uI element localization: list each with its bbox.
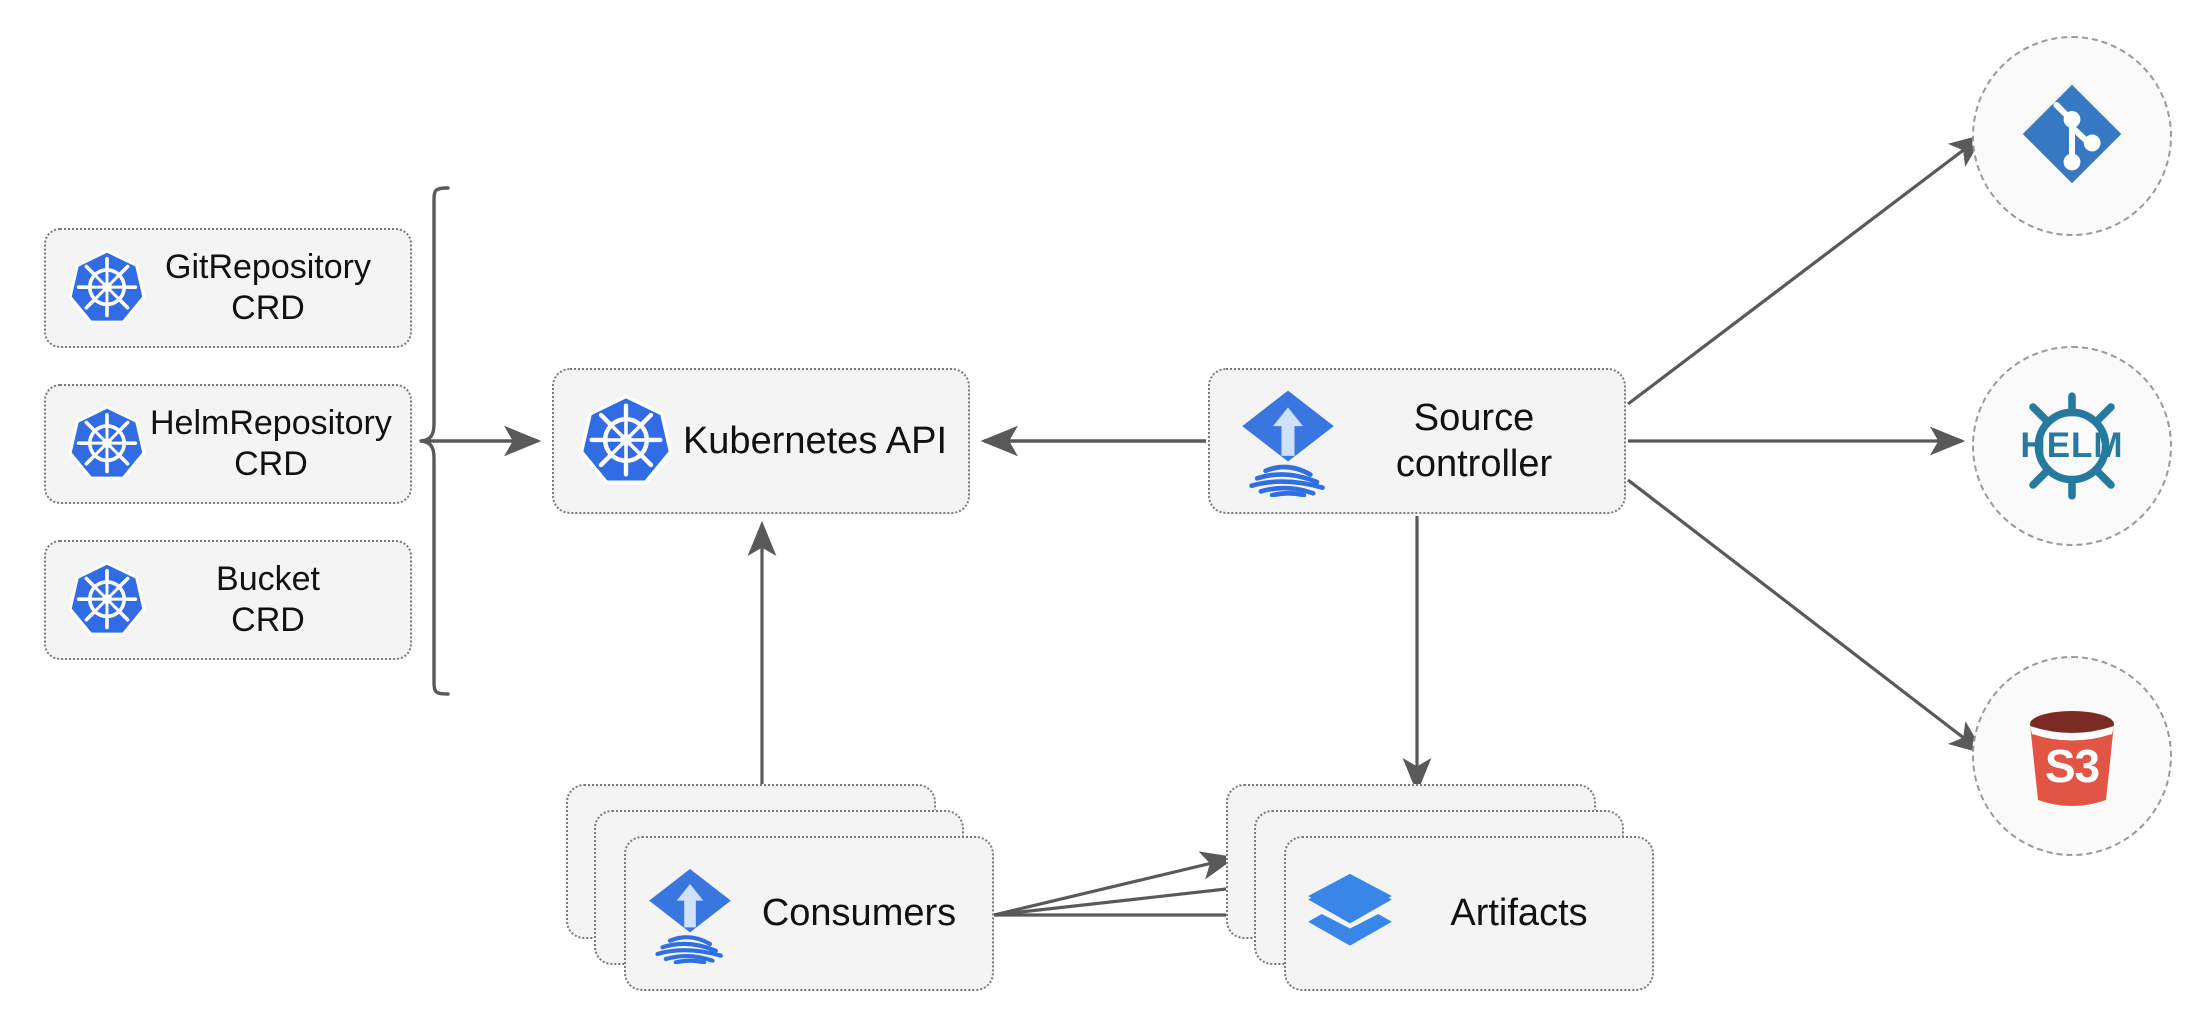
- node-git-backend[interactable]: [1972, 36, 2172, 236]
- helm-wordmark: HELM: [2020, 426, 2124, 465]
- s3-wordmark: S3: [2044, 739, 2100, 792]
- layers-icon: [1302, 862, 1398, 966]
- helm-icon: HELM: [2007, 381, 2137, 511]
- node-label: HelmRepository CRD: [150, 403, 392, 483]
- node-source-controller[interactable]: Source controller: [1208, 368, 1626, 514]
- node-label: Kubernetes API: [682, 419, 948, 462]
- node-artifacts[interactable]: Artifacts: [1226, 784, 1656, 1004]
- edge-consumers-to-artifacts-1: [993, 851, 1237, 917]
- node-label: Artifacts: [1450, 892, 1588, 934]
- stack-sheet-front[interactable]: Artifacts: [1284, 836, 1654, 991]
- kubernetes-icon: [64, 401, 150, 487]
- node-kubernetes-api[interactable]: Kubernetes API: [552, 368, 970, 514]
- s3-bucket-icon: S3: [2012, 696, 2132, 816]
- kubernetes-icon: [64, 557, 150, 643]
- kubernetes-icon: [64, 245, 150, 331]
- node-helm-backend[interactable]: HELM: [1972, 346, 2172, 546]
- flux-icon: [642, 862, 738, 966]
- edge-consumers-to-artifacts-2: [993, 874, 1266, 917]
- edge-source-to-git: [1627, 134, 1985, 406]
- git-icon: [2016, 78, 2128, 195]
- node-bucket-crd[interactable]: Bucket CRD: [44, 540, 412, 660]
- node-helmrepository-crd[interactable]: HelmRepository CRD: [44, 384, 412, 504]
- node-label: Consumers: [761, 892, 957, 934]
- node-consumers[interactable]: Consumers: [566, 784, 996, 1004]
- crd-group-brace: [419, 186, 542, 696]
- edge-source-to-s3: [1627, 478, 1985, 754]
- node-label: Source controller: [1395, 396, 1553, 485]
- node-gitrepository-crd[interactable]: GitRepository CRD: [44, 228, 412, 348]
- flux-icon: [1236, 386, 1340, 497]
- stack-sheet-front[interactable]: Consumers: [624, 836, 994, 991]
- node-label: GitRepository CRD: [165, 247, 371, 327]
- node-label: Bucket CRD: [216, 559, 320, 639]
- node-s3-backend[interactable]: S3: [1972, 656, 2172, 856]
- kubernetes-icon: [574, 389, 678, 493]
